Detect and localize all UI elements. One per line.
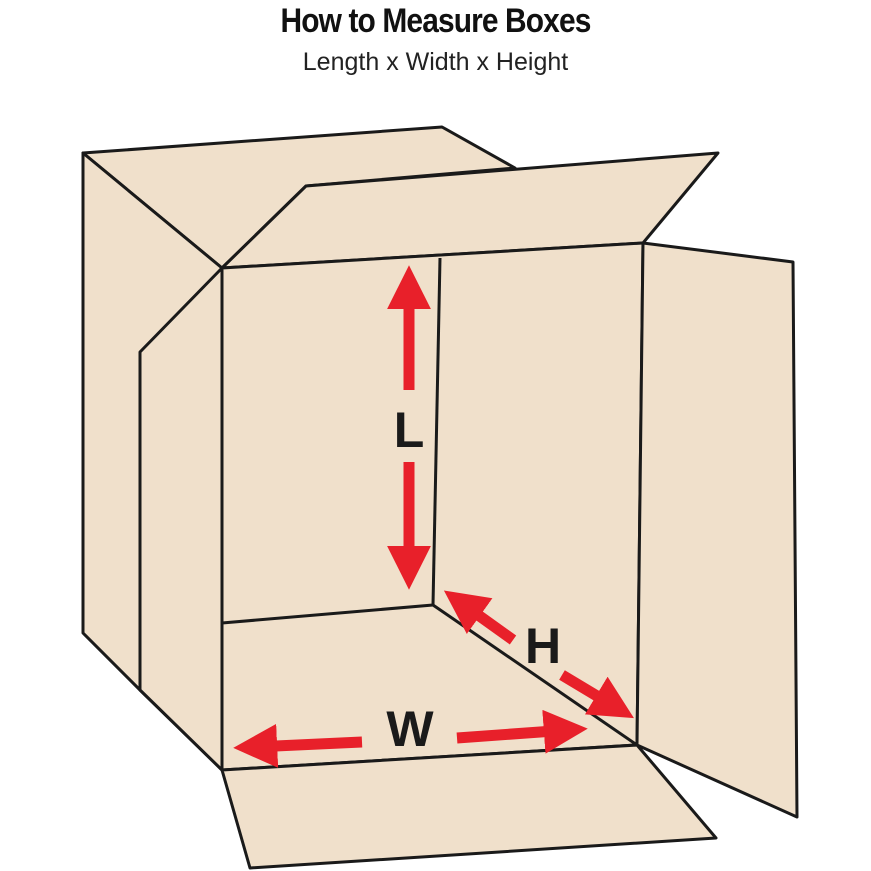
length-label: L — [394, 402, 425, 458]
width-arrow-right — [456, 709, 588, 754]
height-label: H — [525, 618, 561, 674]
width-label: W — [386, 701, 434, 757]
right-flap — [635, 241, 799, 819]
page-title: How to Measure Boxes — [280, 2, 592, 40]
height-arrow-back — [443, 590, 517, 645]
page-subtitle: Length x Width x Height — [302, 48, 569, 76]
interior-floor-left-edge — [221, 603, 434, 625]
interior-corner-vertical — [431, 257, 442, 606]
height-arrow-front — [559, 670, 634, 719]
front-bottom-flap — [220, 743, 718, 870]
left-flap — [138, 266, 224, 772]
width-arrow-left — [233, 723, 363, 768]
